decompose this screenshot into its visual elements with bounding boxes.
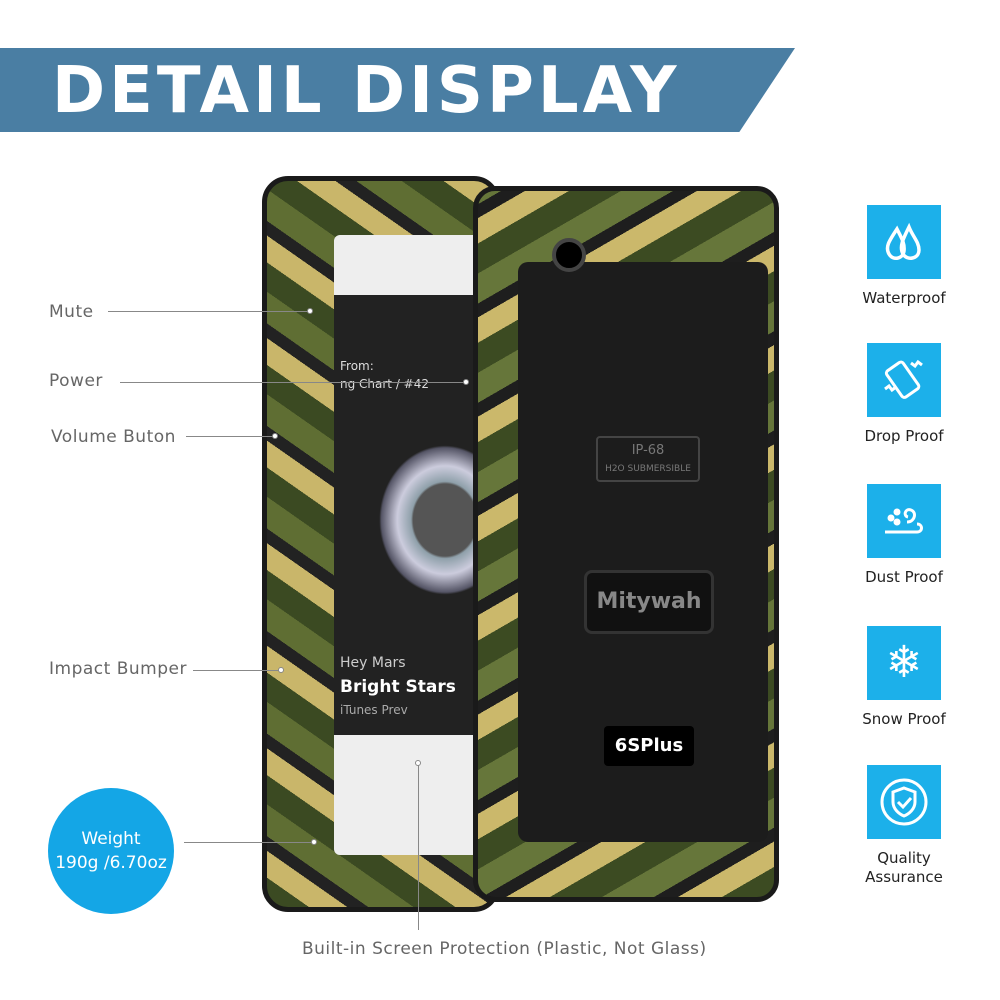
callout-dot (415, 760, 421, 766)
screen-text: iTunes Prev (340, 703, 408, 717)
title-banner: DETAIL DISPLAY (0, 48, 795, 132)
brand-logo: Mitywah (584, 570, 714, 634)
feature-label: Quality Assurance (865, 849, 943, 886)
callout-dot (278, 667, 284, 673)
screen-text: Bright Stars (340, 677, 456, 697)
feature-label: Snow Proof (862, 710, 946, 728)
callout-screen-protection: Built-in Screen Protection (Plastic, Not… (302, 939, 707, 959)
callout-mute: Mute (49, 302, 94, 322)
ip-rating-sub: H2O SUBMERSIBLE (605, 464, 691, 474)
feature-dust-proof: Dust Proof (850, 484, 958, 587)
callout-line (193, 670, 281, 671)
callout-line (186, 436, 274, 437)
callout-line (108, 311, 308, 312)
weight-badge: Weight 190g /6.70oz (48, 788, 174, 914)
callout-line (120, 382, 466, 383)
model-badge: 6SPlus (604, 726, 694, 766)
callout-line (184, 842, 314, 843)
screen-text: ng Chart / #42 (340, 377, 430, 391)
banner-title: DETAIL DISPLAY (52, 54, 681, 128)
callout-dot (272, 433, 278, 439)
camera-lens (552, 238, 586, 272)
feature-quality-assurance: Quality Assurance (850, 765, 958, 887)
callout-power: Power (49, 371, 103, 391)
feature-label: Dust Proof (865, 568, 943, 586)
phone-screen: From: ng Chart / #42 Hey Mars Bright Sta… (334, 235, 520, 855)
feature-snow-proof: ❄ Snow Proof (850, 626, 958, 729)
feature-label: Waterproof (862, 289, 946, 307)
snowflake-icon: ❄ (867, 626, 941, 700)
ip-rating: IP-68 (631, 443, 665, 458)
callout-dot (463, 379, 469, 385)
screen-text: Hey Mars (340, 655, 406, 671)
feature-label: Drop Proof (864, 427, 944, 445)
dust-swirl-icon (867, 484, 941, 558)
callout-dot (311, 839, 317, 845)
weight-label: Weight (81, 829, 141, 849)
feature-drop-proof: Drop Proof (850, 343, 958, 446)
callout-line (418, 764, 419, 930)
phone-shake-icon (867, 343, 941, 417)
shield-check-icon (867, 765, 941, 839)
screen-text: From: (340, 359, 374, 373)
feature-waterproof: Waterproof (850, 205, 958, 308)
callout-dot (307, 308, 313, 314)
callout-bumper: Impact Bumper (49, 659, 187, 679)
water-drops-icon (867, 205, 941, 279)
weight-value: 190g /6.70oz (55, 853, 167, 873)
callout-volume: Volume Buton (51, 427, 176, 447)
